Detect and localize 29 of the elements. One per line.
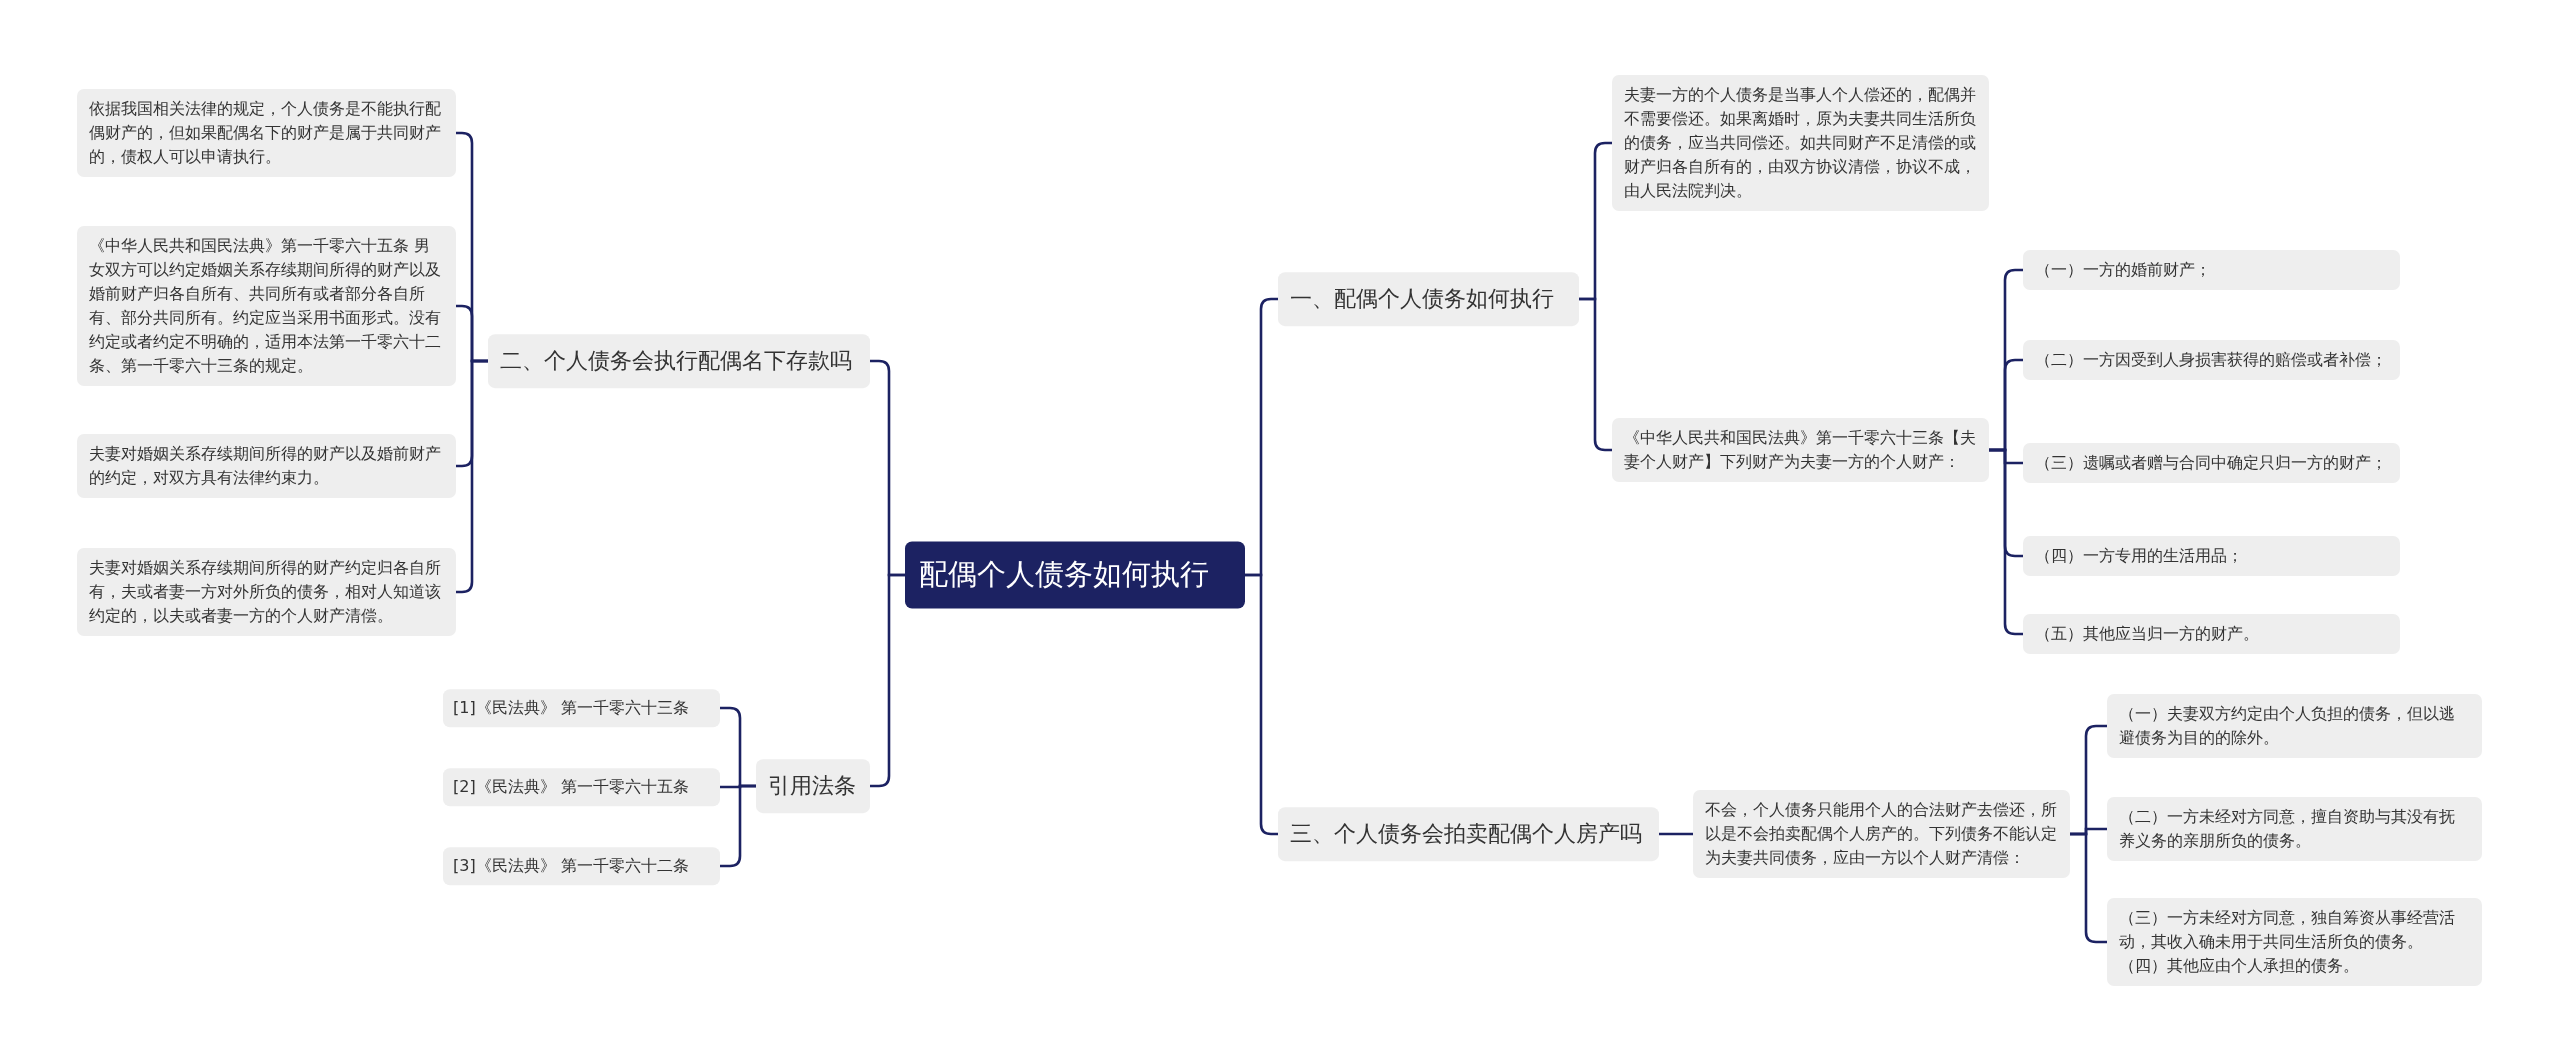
central-topic-box: 配偶个人债务如何执行	[905, 541, 1245, 609]
note-box: （一）一方的婚前财产；	[2023, 250, 2400, 290]
note-box: （一）夫妻双方约定由个人负担的债务，但以逃避债务为目的的除外。	[2107, 694, 2482, 758]
note-box: （四）一方专用的生活用品；	[2023, 536, 2400, 576]
connector-line	[1659, 832, 1693, 836]
note-box: 《中华人民共和国民法典》第一千零六十五条 男女双方可以约定婚姻关系存续期间所得的财产以及婚前财产归各自所有、共同所有或者部分各自所有、部分共同所有。约定应当采用书面形式。没有约定或者约定不明确的，适用本法第一千零六十二条、第一千零六十三条的规定。	[77, 226, 456, 386]
note-box: 夫妻对婚姻关系存续期间所得的财产以及婚前财产的约定，对双方具有法律约束力。	[77, 434, 456, 498]
note-box: 不会，个人债务只能用个人的合法财产去偿还，所以是不会拍卖配偶个人房产的。下列债务不能认定为夫妻共同债务，应由一方以个人财产清偿：	[1693, 790, 2070, 878]
topic-box: 引用法条	[756, 759, 870, 813]
topic-box: 三、个人债务会拍卖配偶个人房产吗	[1278, 807, 1659, 861]
connector-line	[2070, 832, 2107, 944]
connector-line	[870, 573, 905, 788]
note-box: 夫妻一方的个人债务是当事人个人偿还的，配偶并不需要偿还。如果离婚时，原为夫妻共同生活所负的债务，应当共同偿还。如共同财产不足清偿的或财产归各自所有的，由双方协议清偿，协议不成，由人民法院判决。	[1612, 75, 1989, 211]
note-box: （三）一方未经对方同意，独自筹资从事经营活动，其收入确未用于共同生活所负的债务。（四）其他应由个人承担的债务。	[2107, 898, 2482, 986]
note-box: （三）遗嘱或者赠与合同中确定只归一方的财产；	[2023, 443, 2400, 483]
note-box: 夫妻对婚姻关系存续期间所得的财产约定归各自所有，夫或者妻一方对外所负的债务，相对人知道该约定的，以夫或者妻一方的个人财产清偿。	[77, 548, 456, 636]
connector-line	[720, 784, 756, 868]
note-box: 《中华人民共和国民法典》第一千零六十三条【夫妻个人财产】下列财产为夫妻一方的个人财产：	[1612, 418, 1989, 482]
note-box: [2]《民法典》 第一千零六十五条	[443, 768, 720, 806]
note-box: （二）一方因受到人身损害获得的赔偿或者补偿；	[2023, 340, 2400, 380]
connector-line	[1989, 448, 2023, 636]
note-box: （二）一方未经对方同意，擅自资助与其没有抚养义务的亲朋所负的债务。	[2107, 797, 2482, 861]
topic-box: 一、配偶个人债务如何执行	[1278, 272, 1579, 326]
connector-line	[456, 359, 488, 594]
note-box: 依据我国相关法律的规定，个人债务是不能执行配偶财产的，但如果配偶名下的财产是属于共同财产的，债权人可以申请执行。	[77, 89, 456, 177]
note-box: [3]《民法典》 第一千零六十二条	[443, 847, 720, 885]
note-box: （五）其他应当归一方的财产。	[2023, 614, 2400, 654]
note-box: [1]《民法典》 第一千零六十三条	[443, 689, 720, 727]
topic-box: 二、个人债务会执行配偶名下存款吗	[488, 334, 870, 388]
